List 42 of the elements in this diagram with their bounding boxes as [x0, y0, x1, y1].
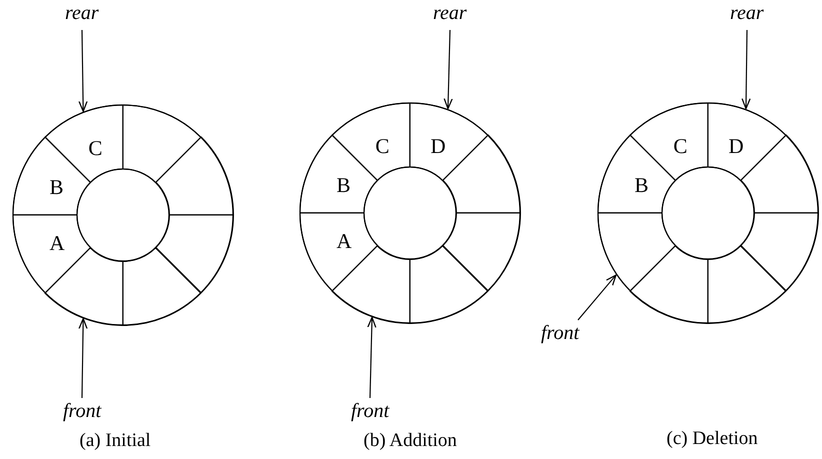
- pointer-arrow: [78, 30, 88, 112]
- pointer-label: rear: [730, 2, 764, 24]
- queue-slot: [156, 137, 233, 215]
- queue-slot: [123, 248, 201, 325]
- queue-slot: [708, 246, 786, 323]
- queue-slot: [410, 246, 488, 323]
- queue-slot: [156, 215, 233, 293]
- pointer-arrow: [578, 274, 617, 320]
- queue-slot: [442, 213, 520, 291]
- pointer-label: front: [541, 322, 580, 344]
- slot-letter: C: [88, 137, 102, 160]
- slot-letter: B: [336, 174, 350, 196]
- queue-slot: [13, 215, 90, 293]
- queue-slot: [410, 103, 488, 180]
- queue-slot: [13, 137, 90, 215]
- slot-letter: A: [336, 230, 352, 252]
- slot-letter: B: [49, 176, 64, 198]
- pointer-label: front: [63, 400, 102, 422]
- slot-letter: D: [728, 135, 744, 158]
- queue-slot: [300, 135, 378, 213]
- panel-caption: (c) Deletion: [666, 428, 758, 450]
- pointer-arrow: [367, 316, 376, 398]
- pointer-arrow: [444, 30, 453, 110]
- slot-letter: C: [375, 135, 390, 158]
- pointer-label: rear: [65, 2, 99, 24]
- slot-letter: D: [430, 135, 446, 158]
- slot-letter: C: [673, 135, 688, 158]
- queue-slot: [300, 213, 378, 291]
- slot-letter: B: [634, 174, 648, 196]
- queue-slot: [123, 105, 201, 182]
- queue-slot: [630, 246, 708, 323]
- queue-slot: [708, 103, 786, 180]
- queue-slot: [598, 135, 676, 213]
- slot-letter: A: [49, 232, 65, 254]
- pointer-arrow: [742, 30, 751, 110]
- pointer-label: rear: [433, 2, 467, 24]
- queue-slot: [740, 213, 818, 291]
- panel-caption: (a) Initial: [80, 430, 151, 452]
- panel-caption: (b) Addition: [364, 430, 457, 452]
- pointer-label: front: [351, 400, 390, 422]
- queue-slot: [598, 213, 676, 291]
- pointer-arrow: [78, 318, 88, 398]
